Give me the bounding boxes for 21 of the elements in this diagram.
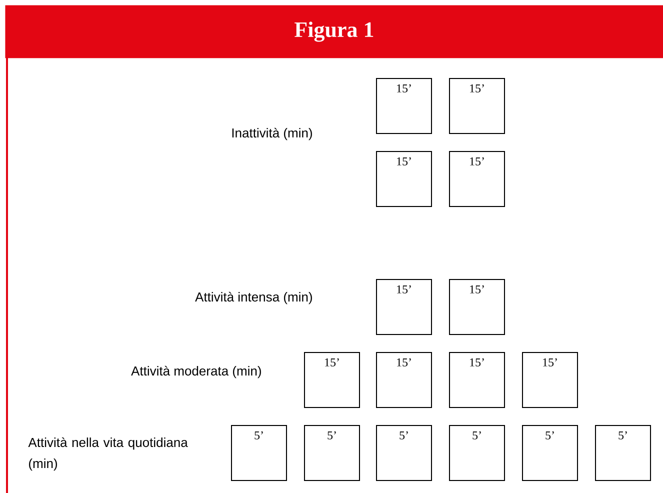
time-box: 15’ xyxy=(376,352,432,408)
time-box: 15’ xyxy=(449,279,505,335)
time-box: 15’ xyxy=(449,352,505,408)
time-box: 15’ xyxy=(376,279,432,335)
time-box: 15’ xyxy=(376,78,432,134)
time-box: 5’ xyxy=(449,425,505,481)
header-bar: Figura 1 xyxy=(5,5,663,58)
time-box: 5’ xyxy=(522,425,578,481)
row-label: Attività nella vita quotidiana (min) xyxy=(28,437,188,471)
time-box: 15’ xyxy=(449,151,505,207)
time-box: 5’ xyxy=(376,425,432,481)
time-box: 15’ xyxy=(376,151,432,207)
row-label: Attività moderata (min) xyxy=(131,366,261,378)
row-label: Attività intensa (min) xyxy=(195,292,312,304)
time-box: 5’ xyxy=(304,425,360,481)
time-box: 15’ xyxy=(304,352,360,408)
time-box: 15’ xyxy=(522,352,578,408)
time-box: 15’ xyxy=(449,78,505,134)
time-box: 5’ xyxy=(231,425,287,481)
time-box: 5’ xyxy=(595,425,651,481)
row-label: Inattività (min) xyxy=(232,128,312,140)
